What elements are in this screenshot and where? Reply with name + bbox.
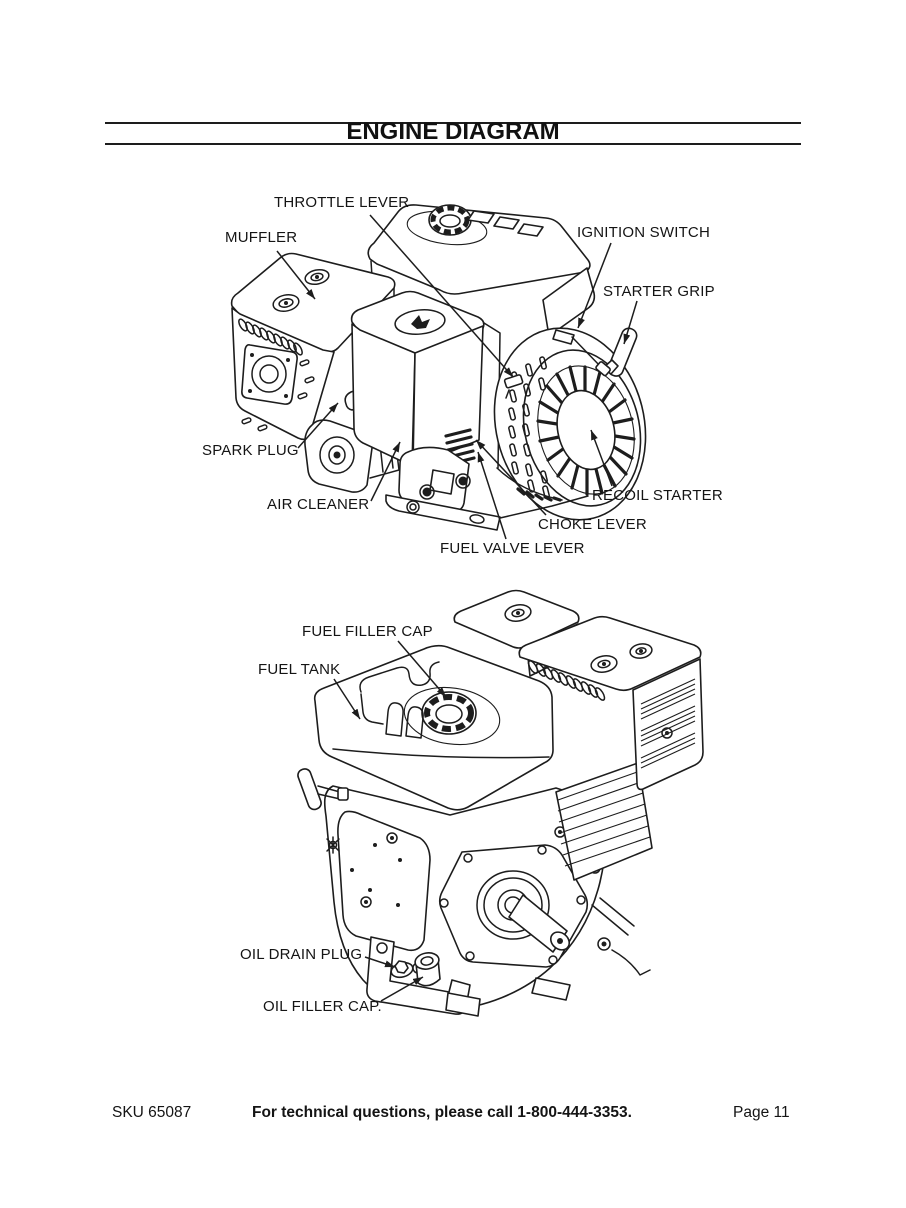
leader-spark-plug: [297, 402, 339, 449]
label-oil-filler-cap: OIL FILLER CAP.: [263, 998, 382, 1015]
bottom-engine-illustration: [297, 589, 704, 1017]
leader-muffler: [276, 250, 316, 300]
label-fuel-valve-lever: FUEL VALVE LEVER: [440, 540, 585, 557]
top-engine-illustration: [230, 204, 647, 540]
leader-oil-drain-plug: [364, 956, 396, 968]
leader-fuel-tank: [333, 678, 361, 720]
label-ignition-switch: IGNITION SWITCH: [577, 224, 710, 241]
crankcase-art: [323, 785, 651, 1017]
footer-sku: SKU 65087: [112, 1104, 192, 1121]
recoil-starter-art: [493, 327, 647, 521]
leader-throttle-lever: [369, 214, 514, 378]
label-muffler: MUFFLER: [225, 229, 298, 246]
recoil-vent-slots: [508, 356, 551, 499]
leader-starter-grip: [623, 300, 638, 345]
muffler-art-bottom: [518, 615, 704, 791]
label-spark-plug: SPARK PLUG: [202, 442, 299, 459]
fuel-tank-art-bottom: [313, 644, 554, 811]
leader-fuel-valve-lever: [477, 451, 507, 540]
muffler-top-louvers: [527, 660, 606, 701]
page-title: ENGINE DIAGRAM: [346, 118, 560, 145]
label-throttle-lever: THROTTLE LEVER: [274, 194, 410, 211]
header-rule-top: [105, 122, 801, 124]
label-choke-lever: CHOKE LEVER: [538, 516, 647, 533]
spark-plug-art: [304, 387, 400, 493]
leader-oil-filler-cap: [380, 976, 424, 1002]
carburetor-base-art: [385, 446, 589, 531]
rope-guide: [552, 329, 575, 345]
label-recoil-starter: RECOIL STARTER: [592, 487, 723, 504]
choke-lever-art: [516, 487, 562, 502]
top-diagram-leaders: [276, 214, 638, 540]
bottom-diagram-leaders: [333, 640, 447, 1002]
leader-choke-lever: [475, 439, 547, 516]
label-oil-drain-plug: OIL DRAIN PLUG: [240, 946, 363, 963]
recoil-fan-slats: [536, 365, 636, 496]
header-rule-bottom: [105, 143, 801, 145]
footer-page-number: Page 11: [733, 1104, 790, 1121]
label-starter-grip: STARTER GRIP: [603, 283, 715, 300]
output-shaft-art: [508, 894, 571, 953]
label-fuel-filler-cap: FUEL FILLER CAP: [302, 623, 433, 640]
muffler-louvers: [238, 318, 303, 356]
leader-fuel-filler-cap: [397, 640, 447, 698]
fuel-tank-art-top: [367, 204, 596, 337]
oil-filler-cap-art: [414, 952, 441, 987]
air-cleaner-art: [350, 290, 485, 468]
label-air-cleaner: AIR CLEANER: [267, 496, 370, 513]
footer-support-text: For technical questions, please call 1-8…: [252, 1104, 632, 1121]
leader-ignition-switch: [577, 242, 612, 329]
oil-drain-plug-art: [390, 960, 414, 979]
leader-recoil-starter: [590, 429, 613, 487]
leader-air-cleaner: [370, 441, 401, 502]
label-fuel-tank: FUEL TANK: [258, 661, 341, 678]
fuel-valve-art-bottom: [326, 836, 340, 854]
starter-grip-art-bottom: [297, 768, 349, 811]
cylinder-fins-art: [555, 762, 653, 881]
